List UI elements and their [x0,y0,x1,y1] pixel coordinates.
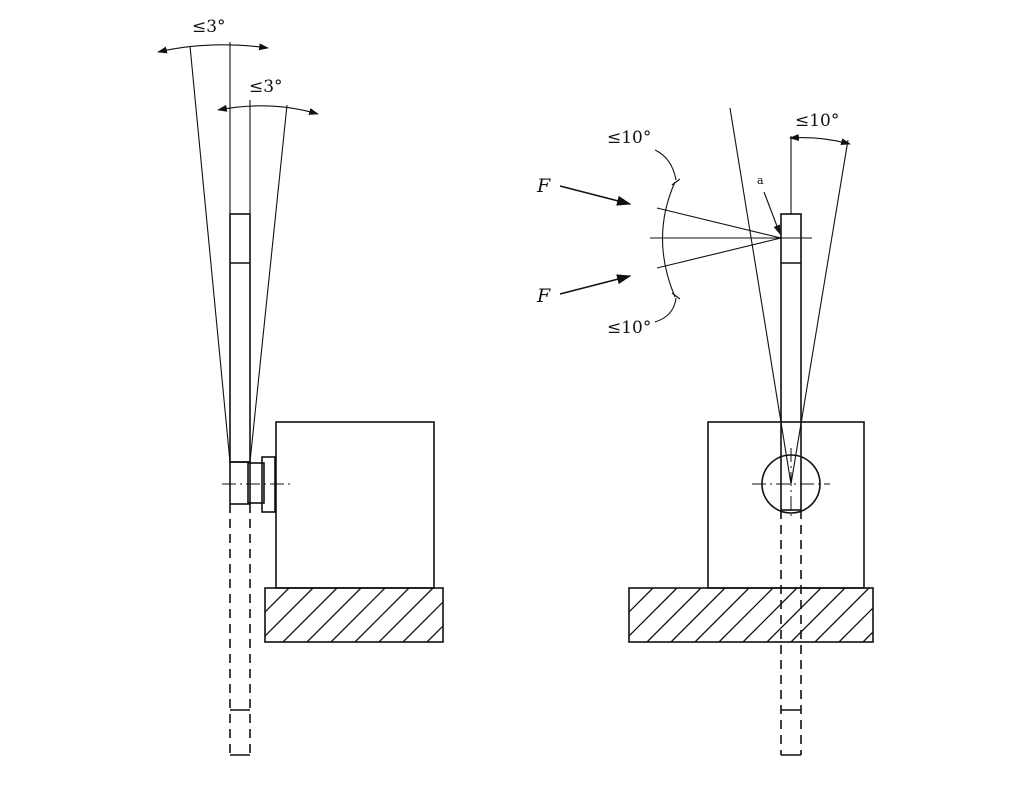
hatch-line [265,588,314,637]
hatch-line [629,588,630,589]
right-lever-hidden [780,510,802,756]
hatch-line [306,588,362,642]
upper-force-arrow [559,185,632,206]
arc-tick-upper [671,178,681,186]
hatch-line [814,588,870,642]
lower-force-angle-leader [654,297,677,323]
hatch-line [742,588,798,642]
right-tilt-angle-arc [789,133,851,146]
left-inner-angle-arc [217,104,319,115]
hatch-line [475,588,529,642]
hatch-line [694,588,750,642]
hatch-line [354,588,410,642]
hatch-line [330,588,386,642]
point-a-leader [763,191,781,235]
hatch-line [402,601,443,642]
right-tilt-angle-label: ≤10° [795,111,839,131]
lower-force-angle-label: ≤10° [607,318,651,338]
hatch-line [862,631,873,642]
left-inner-angle-label: ≤3° [249,77,283,97]
left-tilt-lines [189,42,288,463]
left-lever [229,213,251,505]
upper-force-angle-leader [654,149,677,181]
point-a-label: a [757,174,764,187]
left-view: ≤3° ≤3° [157,17,529,756]
lower-force-arrow [559,274,632,295]
hatch-line [838,607,873,642]
left-outer-angle-arc [157,43,269,54]
hatch-line [265,588,266,589]
hatch-line [887,588,941,642]
left-ground-base [264,587,529,643]
hatch-line [629,588,654,613]
arc-tick-lower [671,292,681,300]
left-lever-hidden [229,504,251,756]
upper-force-label: F [536,175,551,197]
left-outer-angle-label: ≤3° [192,17,226,37]
hatch-line [378,588,434,642]
right-tilt-lines [729,107,849,485]
right-mount-block [707,421,865,589]
upper-force-angle-label: ≤10° [607,128,651,148]
left-mount-block [275,421,435,589]
hatch-line [265,588,290,613]
hatch-line [426,625,443,642]
right-ground-base [628,587,965,643]
hatch-line [451,588,505,642]
right-force-angle-arc [661,181,676,298]
right-lever [780,213,802,511]
lower-force-label: F [536,285,551,307]
right-force-lines [656,207,782,269]
hatch-line [282,588,338,642]
hatch-line [766,588,822,642]
hatch-line [629,588,678,637]
hatch-line [911,588,965,642]
hatch-line [670,588,726,642]
hatch-line [646,588,702,642]
hatch-line [790,588,846,642]
right-view: ≤10° ≤10° ≤10° F F a [536,107,965,756]
hatch-line [718,588,774,642]
